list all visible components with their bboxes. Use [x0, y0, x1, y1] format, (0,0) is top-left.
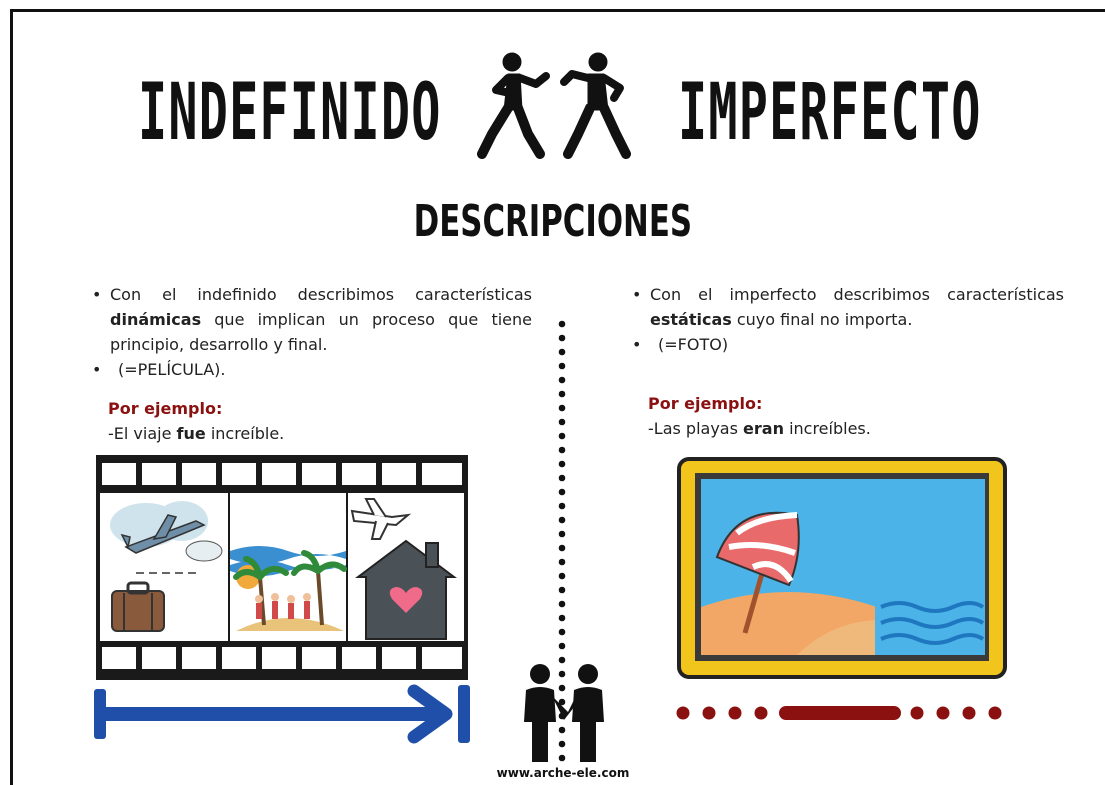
- palm-tree-icon: [230, 546, 347, 631]
- arrow-right-icon: [94, 684, 470, 744]
- fighting-figures-icon: [477, 52, 631, 159]
- page-frame: [10, 9, 1105, 785]
- suitcase-icon: [111, 581, 165, 632]
- example-label: Por ejemplo:: [108, 399, 223, 418]
- airplane-icon: [350, 498, 412, 540]
- heart-icon: [389, 587, 423, 613]
- footer-url: www.arche-ele.com: [496, 766, 630, 780]
- title-indefinido: INDEFINIDO: [138, 68, 442, 158]
- dotted-divider: [558, 320, 566, 762]
- fighting-figure-icon: [477, 52, 550, 159]
- indefinido-column: Con el indefinido describimos caracterís…: [92, 282, 532, 446]
- fighting-figure-icon: [560, 52, 631, 159]
- bullet-imperfecto-analogy: (=FOTO): [632, 332, 1064, 357]
- film-strip-icon: [96, 455, 468, 680]
- bullet-indefinido-analogy: (=PELÍCULA).: [92, 357, 532, 382]
- handshake-icon: [524, 664, 604, 762]
- house-icon: [355, 539, 457, 640]
- beach-umbrella-icon: [715, 511, 800, 634]
- imperfecto-column: Con el imperfecto describimos caracterís…: [632, 282, 1064, 441]
- airplane-icon: [110, 501, 223, 574]
- example-sentence: -Las playas eran increíbles.: [648, 419, 871, 438]
- bullet-indefinido-definition: Con el indefinido describimos caracterís…: [92, 282, 532, 357]
- subtitle: DESCRIPCIONES: [413, 196, 692, 247]
- example-sentence: -El viaje fue increíble.: [108, 424, 285, 443]
- photo-frame-icon: [677, 457, 1007, 679]
- bullet-imperfecto-definition: Con el imperfecto describimos caracterís…: [632, 282, 1064, 332]
- static-timeline-line: [676, 706, 1002, 720]
- example-label: Por ejemplo:: [648, 394, 763, 413]
- title-imperfecto: IMPERFECTO: [678, 68, 982, 158]
